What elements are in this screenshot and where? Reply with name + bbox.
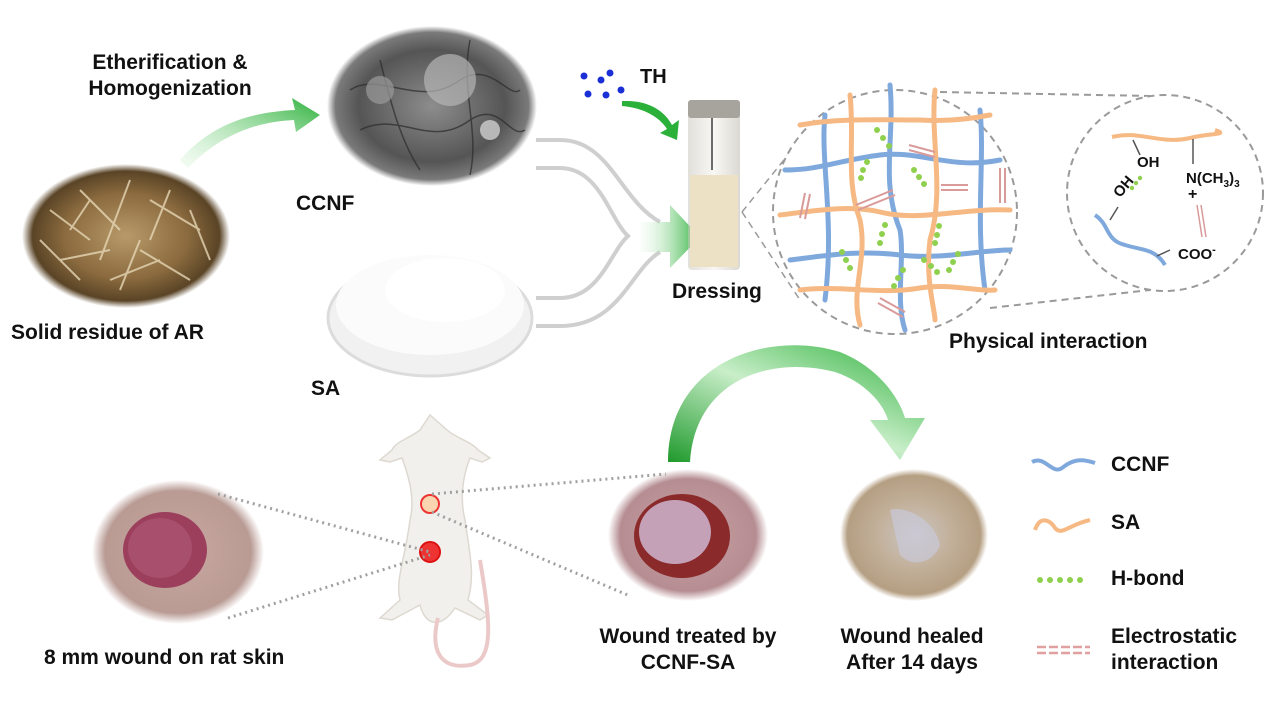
wound-healed-label: Wound healed After 14 days (800, 624, 1024, 676)
raw-material-label: Solid residue of AR (11, 321, 204, 344)
legend-label-hbond: H-bond (1111, 567, 1185, 590)
wound-treated-label-line1: Wound treated by (599, 625, 777, 648)
wound-initial-label: 8 mm wound on rat skin (44, 646, 285, 669)
chem-amine-close: ) (1229, 170, 1235, 187)
legend (1031, 458, 1096, 655)
rat-illustration (378, 413, 492, 668)
th-molecules-icon (580, 69, 625, 99)
th-arrow (622, 100, 679, 140)
network-structure (772, 82, 1018, 335)
wound-connector-lines (217, 472, 667, 620)
sa-label: SA (311, 377, 341, 400)
legend-hbond-symbol (1037, 577, 1083, 583)
chem-carboxylate-text: COO (1178, 246, 1213, 263)
process-label-line2: Homogenization (88, 77, 252, 100)
chem-carboxylate: COO- (1178, 241, 1216, 264)
legend-label-ccnf: CCNF (1111, 453, 1170, 476)
merge-arrow (640, 205, 700, 268)
network-electrostatic (799, 144, 1006, 318)
wound-healed-image (840, 469, 988, 601)
legend-label-electrostatic-line1: Electrostatic (1111, 625, 1238, 648)
ccnf-label: CCNF (296, 192, 355, 215)
chem-oh-top: OH (1137, 154, 1160, 171)
legend-ccnf-symbol (1031, 458, 1096, 472)
raw-material-image (22, 164, 230, 308)
process-label-line1: Etherification & (92, 51, 248, 74)
physical-interaction-label: Physical interaction (949, 330, 1148, 353)
chem-amine-text: N(CH (1186, 170, 1224, 187)
network-hbonds (839, 127, 961, 289)
wound-treated-image (608, 469, 768, 601)
merge-connector (536, 138, 662, 328)
chem-amine: N(CH3)3 (1186, 170, 1240, 194)
ccnf-tem-image (327, 26, 537, 186)
dressing-vial-image (688, 100, 740, 270)
legend-sa-symbol (1033, 518, 1091, 533)
molecular-interaction (1066, 94, 1264, 292)
chem-minus: - (1212, 244, 1216, 256)
th-label: TH (640, 66, 667, 88)
zoom-lines-molecular (939, 91, 1151, 309)
wound-healed-label-line2: After 14 days (846, 651, 978, 674)
wound-treated-label: Wound treated by CCNF-SA (560, 624, 816, 676)
legend-label-electrostatic: Electrostatic interaction (1111, 624, 1237, 676)
healing-arrow (668, 345, 925, 462)
legend-label-sa: SA (1111, 511, 1141, 534)
wound-treated-label-line2: CCNF-SA (640, 651, 736, 674)
sa-powder-image (326, 255, 534, 378)
wound-initial-image (92, 480, 264, 624)
legend-electrostatic-symbol (1037, 645, 1090, 655)
process-label: Etherification & Homogenization (60, 50, 280, 102)
chem-amine-sub: 3 (1223, 179, 1230, 190)
etherification-arrow (180, 98, 320, 168)
chem-amine-sub2: 3 (1234, 179, 1240, 190)
legend-label-electrostatic-line2: interaction (1111, 651, 1219, 674)
wound-healed-label-line1: Wound healed (840, 625, 984, 648)
dressing-label: Dressing (672, 280, 762, 303)
chem-plus: + (1188, 186, 1198, 203)
